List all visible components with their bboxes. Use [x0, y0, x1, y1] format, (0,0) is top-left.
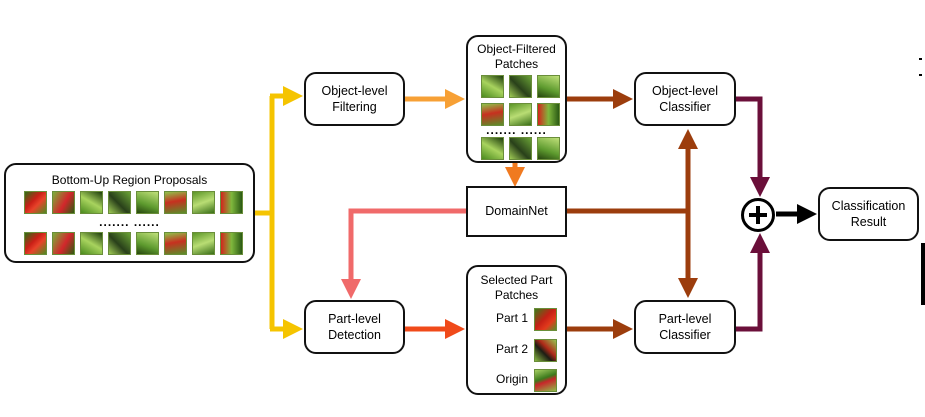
bird-thumbnail [509, 103, 532, 126]
part-row-2: Part 2 [476, 337, 557, 363]
bird-thumbnail [52, 232, 75, 255]
proposal-thumbnails-row-1 [24, 191, 243, 214]
bird-thumbnail [80, 232, 103, 255]
bird-thumbnail [24, 191, 47, 214]
object-level-filtering-label: Object-level Filtering [321, 83, 388, 114]
proposal-thumbnails-row-2 [24, 232, 243, 255]
bird-thumbnail [509, 137, 532, 160]
patch-thumbnails-bottom [481, 137, 560, 160]
patch-ellipsis: ....... ...... [486, 123, 547, 137]
origin-thumbnail [534, 368, 557, 392]
bird-thumbnail [481, 137, 504, 160]
part-level-classifier-label: Part-level Classifier [658, 311, 712, 342]
part-level-classifier-box: Part-level Classifier [634, 300, 736, 354]
object-level-classifier-box: Object-level Classifier [634, 72, 736, 126]
bird-thumbnail [80, 191, 103, 214]
bird-thumbnail [136, 191, 159, 214]
bird-thumbnail [108, 191, 131, 214]
bird-thumbnail [537, 137, 560, 160]
bird-thumbnail [220, 232, 243, 255]
bird-thumbnail [537, 103, 560, 126]
bird-thumbnail [509, 75, 532, 98]
region-proposals-box: Bottom-Up Region Proposals ....... .....… [4, 163, 255, 263]
region-proposals-title: Bottom-Up Region Proposals [51, 173, 208, 187]
classification-result-box: Classification Result [818, 187, 919, 241]
selected-part-patches-title: Selected Part Patches [480, 273, 553, 302]
bird-thumbnail [192, 232, 215, 255]
domainnet-box: DomainNet [466, 186, 567, 237]
part-row-origin: Origin [476, 367, 557, 393]
arrow-domainnet-to-part-detection [341, 208, 466, 299]
classification-result-label: Classification Result [831, 198, 906, 229]
part-level-detection-box: Part-level Detection [304, 300, 405, 354]
object-filtered-patches-box: Object-Filtered Patches ....... ...... [466, 35, 567, 163]
bird-thumbnail [481, 75, 504, 98]
bird-thumbnail [108, 232, 131, 255]
bird-thumbnail [481, 103, 504, 126]
bird-thumbnail [164, 232, 187, 255]
part-1-label: Part 1 [495, 311, 528, 326]
object-level-classifier-label: Object-level Classifier [652, 83, 718, 114]
part-2-label: Part 2 [495, 342, 528, 357]
domainnet-label: DomainNet [485, 204, 548, 219]
part-1-thumbnail [534, 307, 557, 331]
object-level-filtering-box: Object-level Filtering [304, 72, 405, 126]
bird-thumbnail [52, 191, 75, 214]
part-row-1: Part 1 [476, 306, 557, 332]
bird-thumbnail [537, 75, 560, 98]
bird-thumbnail [192, 191, 215, 214]
object-filtered-patches-title: Object-Filtered Patches [477, 42, 556, 71]
arrow-object-classifier-to-plus [736, 96, 770, 197]
arrow-proposals-split [255, 96, 275, 329]
edge-mark-top [919, 58, 922, 76]
bird-thumbnail [136, 232, 159, 255]
part-level-detection-label: Part-level Detection [328, 311, 381, 342]
part-2-thumbnail [534, 338, 557, 362]
edge-bar-right [921, 243, 925, 305]
bird-thumbnail [220, 191, 243, 214]
bird-thumbnail [24, 232, 47, 255]
sum-plus-icon [741, 198, 775, 232]
arrow-part-classifier-to-plus [736, 233, 770, 332]
proposal-ellipsis: ....... ...... [99, 215, 160, 229]
selected-part-patches-box: Selected Part Patches Part 1 Part 2 Orig… [466, 265, 567, 395]
origin-label: Origin [495, 372, 528, 387]
patch-thumbnails-top [481, 75, 560, 126]
bird-thumbnail [164, 191, 187, 214]
